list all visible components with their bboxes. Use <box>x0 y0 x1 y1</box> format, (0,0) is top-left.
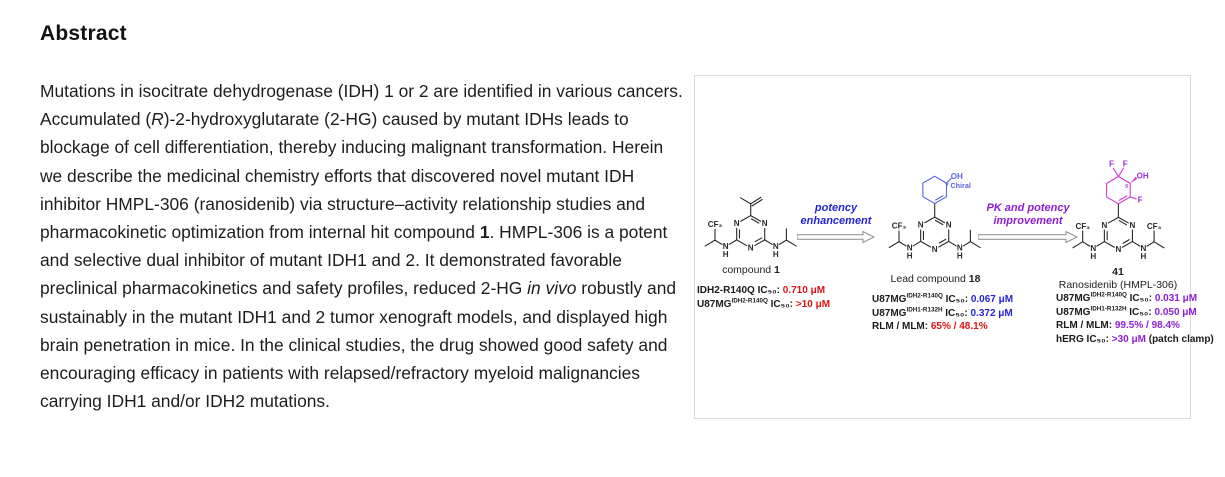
atom-label-n: N <box>748 244 754 253</box>
atom-label-cf3: CF₃ <box>708 220 723 229</box>
atom-label-n: N <box>932 245 938 254</box>
text-run-bold: 1 <box>479 222 490 243</box>
text-run: . HMPL-306 is a potent and selective dua… <box>40 222 668 299</box>
compound-name: compound 1 <box>691 264 811 276</box>
compound-name: Lead compound 18 <box>863 273 1008 285</box>
assay-line: U87MGIDH2-R140Q IC₅₀: >10 μM <box>697 297 831 310</box>
atom-label-cf3: CF₃ <box>1075 221 1090 230</box>
atom-label-f: F <box>1122 159 1127 168</box>
chiral-star: * <box>946 180 950 190</box>
arrow-label: potency enhancement <box>800 202 872 227</box>
text-run: )-2-hydroxyglutarate (2-HG) caused by mu… <box>40 109 664 243</box>
bond-lines <box>704 197 798 247</box>
reaction-arrow-icon <box>797 230 875 244</box>
chiral-label: Chiral <box>951 181 971 190</box>
compound-name-text: compound <box>722 264 775 276</box>
atom-label-n: N <box>1090 243 1096 252</box>
assay-value: 0.050 μM <box>1154 306 1197 318</box>
bond-lines <box>1071 166 1165 248</box>
reaction-arrow-icon <box>978 230 1078 244</box>
reaction-step-2: PK and potency improvement <box>978 202 1078 244</box>
atom-label-h: H <box>723 250 729 259</box>
stereo-label-s: S <box>1124 183 1128 190</box>
assay-line: U87MGIDH2-R140Q IC₅₀: 0.067 μM <box>872 292 1014 305</box>
arrow-label: PK and potency improvement <box>986 202 1070 227</box>
text-run-italic: R <box>151 109 164 130</box>
text-run-italic: in vivo <box>527 278 577 299</box>
atom-label-f: F <box>1137 195 1142 204</box>
stereo-wedge-bond <box>1129 176 1138 183</box>
atom-label-h: H <box>907 251 913 260</box>
assay-line: RLM / MLM: 65% / 48.1% <box>872 321 988 333</box>
atom-label-h: H <box>1140 251 1146 260</box>
atom-label-cf3: CF₃ <box>1146 221 1161 230</box>
atom-label-n: N <box>723 242 729 251</box>
assay-value: >30 μM <box>1111 333 1146 345</box>
assay-list-compound-1: IDH2-R140Q IC₅₀: 0.710 μM U87MGIDH2-R140… <box>697 284 830 311</box>
abstract-heading: Abstract <box>40 22 127 45</box>
assay-value: >10 μM <box>795 298 831 310</box>
text-run: Mutations in isocitrate dehydrogenase (I… <box>40 81 683 130</box>
atom-label-f: F <box>1109 159 1114 168</box>
atom-label-n: N <box>946 220 952 229</box>
compound-subtitle-text: Ranosidenib (HMPL-306) <box>1058 279 1178 291</box>
compound-18-structure: N N N N H N H CF₃ OH * Chiral <box>888 172 982 260</box>
atom-label-oh: OH <box>951 172 963 181</box>
atom-label-n: N <box>918 220 924 229</box>
atom-label-n: N <box>1129 220 1135 229</box>
assay-list-compound-18: U87MGIDH2-R140Q IC₅₀: 0.067 μM U87MGIDH1… <box>872 293 1013 334</box>
atom-label-cf3: CF₃ <box>892 221 907 230</box>
atom-label-h: H <box>773 250 779 259</box>
bond-lines <box>888 175 982 248</box>
atom-label-n: N <box>762 219 768 228</box>
abstract-paragraph: Mutations in isocitrate dehydrogenase (I… <box>40 77 685 415</box>
text-run: robustly and sustainably in the mutant I… <box>40 278 677 412</box>
reaction-step-1: potency enhancement <box>797 202 875 244</box>
assay-line: U87MGIDH1-R132H IC₅₀: 0.050 μM <box>1056 305 1197 318</box>
assay-line: IDH2-R140Q IC₅₀: 0.710 μM <box>697 285 826 296</box>
assay-value: 0.067 μM <box>970 294 1014 305</box>
compound-name: 41 <box>1038 266 1198 278</box>
compound-number: 41 <box>1112 266 1124 278</box>
compound-1-structure: N N N N H N H CF₃ <box>704 197 798 259</box>
assay-value: 0.372 μM <box>970 307 1013 319</box>
assay-line: hERG IC₅₀: >30 μM (patch clamp) <box>1056 333 1214 345</box>
atom-label-n: N <box>907 243 913 252</box>
assay-line: U87MGIDH1-R132H IC₅₀: 0.372 μM <box>872 306 1013 319</box>
atom-label-n: N <box>734 219 740 228</box>
compound-number: 1 <box>774 264 780 276</box>
assay-value: 65% / 48.1% <box>930 321 988 333</box>
atom-label-n: N <box>773 242 779 251</box>
compound-number: 18 <box>968 273 981 285</box>
assay-line: U87MGIDH2-R140Q IC₅₀: 0.031 μM <box>1056 291 1198 304</box>
atom-label-n: N <box>1101 220 1107 229</box>
atom-label-h: H <box>1090 251 1096 260</box>
compound-subtitle: Ranosidenib (HMPL-306) <box>1038 279 1198 291</box>
assay-value: 99.5% / 98.4% <box>1114 320 1180 332</box>
assay-value: 0.031 μM <box>1154 293 1198 304</box>
compound-name-text: Lead compound <box>890 273 969 285</box>
assay-list-compound-41: U87MGIDH2-R140Q IC₅₀: 0.031 μM U87MGIDH1… <box>1056 292 1214 346</box>
atom-label-h: H <box>957 251 963 260</box>
atom-label-oh: OH <box>1136 171 1148 180</box>
assay-value: 0.710 μM <box>782 285 826 296</box>
graphical-abstract-figure: N N N N H N H CF₃ compound 1 IDH2-R140Q … <box>691 75 1214 419</box>
atom-label-n: N <box>1115 245 1121 254</box>
atom-label-n: N <box>957 243 963 252</box>
compound-41-structure: N N N N H N H CF₃ CF₃ F F OH S F <box>1071 159 1165 260</box>
atom-label-n: N <box>1140 243 1146 252</box>
assay-line: RLM / MLM: 99.5% / 98.4% <box>1056 320 1180 332</box>
